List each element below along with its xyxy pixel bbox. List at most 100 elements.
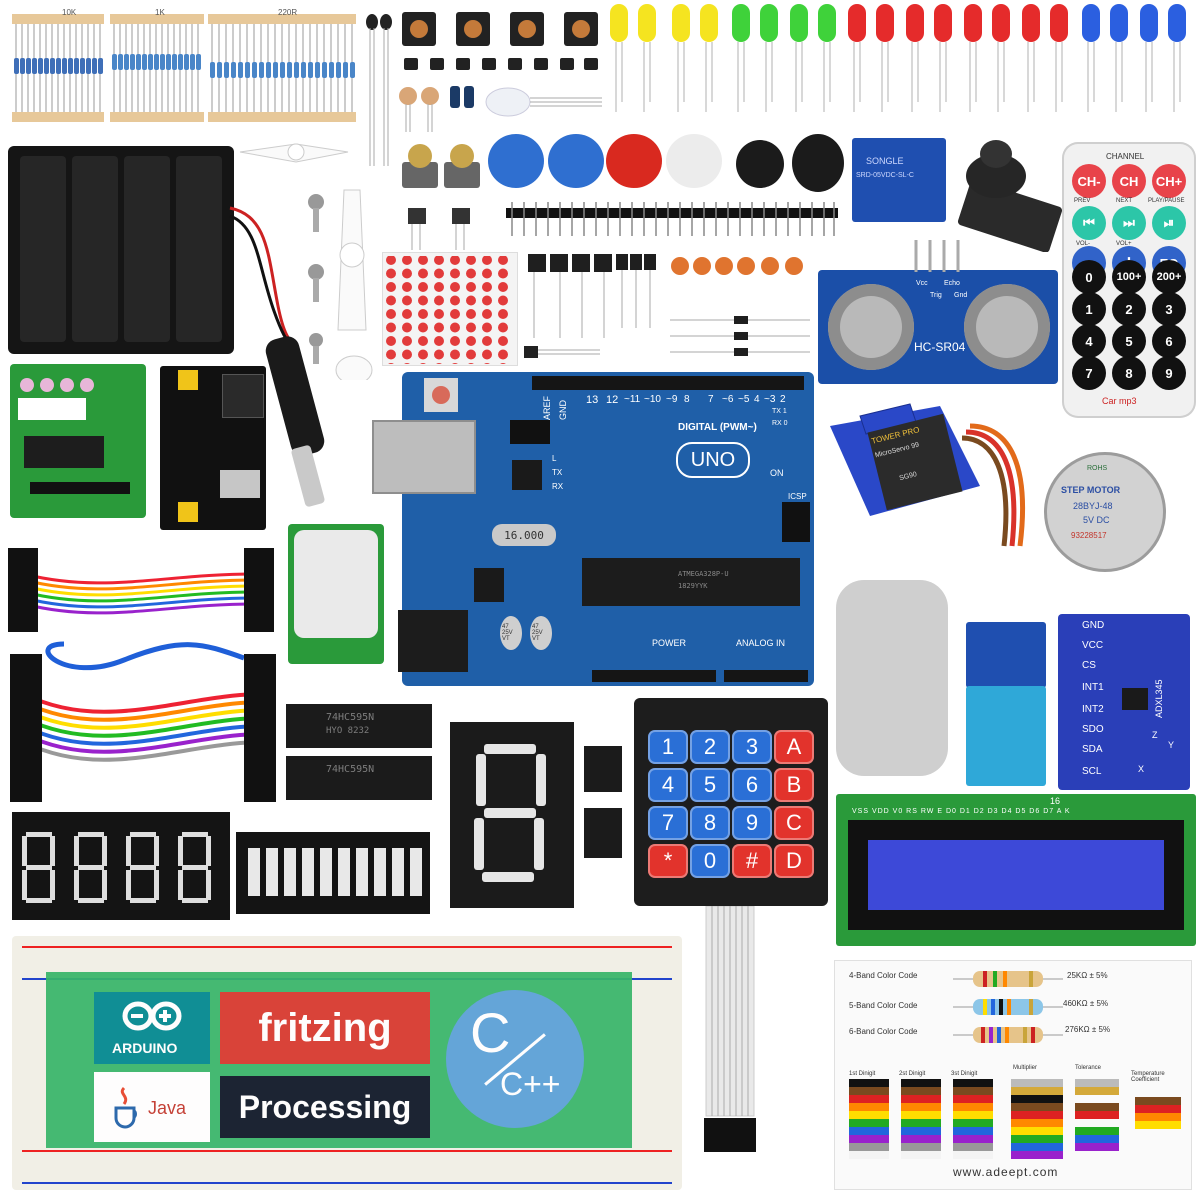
fast-forward-icon[interactable]: ⏭ bbox=[1112, 206, 1146, 240]
servo-motor bbox=[830, 403, 1026, 547]
keypad-key-0[interactable]: 0 bbox=[690, 844, 730, 878]
remote-key-100[interactable]: 100+ bbox=[1112, 260, 1146, 294]
color-code-card: 4-Band Color Code 5-Band Color Code 6-Ba… bbox=[834, 960, 1192, 1190]
shift-register-chip-2: 74HC595N bbox=[286, 756, 432, 800]
remote-key-0[interactable]: 0 bbox=[1072, 260, 1106, 294]
keypad-key-star[interactable]: * bbox=[648, 844, 688, 878]
dc-motor bbox=[836, 580, 948, 776]
small-ic-2 bbox=[584, 808, 622, 858]
pin-13: 13 bbox=[586, 394, 599, 406]
adxl-pin-sda: SDA bbox=[1082, 744, 1103, 755]
adxl-axis-z: Z bbox=[1152, 730, 1158, 740]
band-5-value: 460KΩ ± 5% bbox=[1063, 999, 1109, 1008]
uno-label: UNO bbox=[690, 448, 736, 471]
keypad-key-D[interactable]: D bbox=[774, 844, 814, 878]
remote-key-6[interactable]: 6 bbox=[1152, 324, 1186, 358]
remote-key-2[interactable]: 2 bbox=[1112, 292, 1146, 326]
rewind-icon[interactable]: ⏮ bbox=[1072, 206, 1106, 240]
power-label: POWER bbox=[652, 638, 687, 648]
keypad-key-7[interactable]: 7 bbox=[648, 806, 688, 840]
crystal-label: 16.000 bbox=[504, 528, 544, 542]
keypad-key-A[interactable]: A bbox=[774, 730, 814, 764]
membrane-keypad: 1 2 3 A 4 5 6 B 7 8 9 C * 0 # D bbox=[634, 698, 828, 906]
software-logos-panel: ARDUINO fritzing C C++ Java Processing bbox=[46, 972, 632, 1148]
color-code-website: www.adeept.com bbox=[953, 1165, 1059, 1179]
pin-2: 2 bbox=[780, 394, 786, 405]
driver-pins bbox=[30, 482, 130, 494]
keypad-key-1[interactable]: 1 bbox=[648, 730, 688, 764]
seg-d bbox=[482, 872, 534, 882]
play-pause-icon[interactable]: ⏯ bbox=[1152, 206, 1186, 240]
reset-button[interactable] bbox=[424, 378, 458, 412]
led-bar-graph-segments bbox=[248, 848, 422, 896]
remote-ch-plus[interactable]: CH+ bbox=[1152, 164, 1186, 198]
capacitor-1: 47 25V VT bbox=[500, 616, 522, 650]
keypad-key-B[interactable]: B bbox=[774, 768, 814, 802]
keypad-key-9[interactable]: 9 bbox=[732, 806, 772, 840]
remote-playpause-label: PLAY/PAUSE bbox=[1148, 198, 1185, 204]
lcd-bezel bbox=[848, 820, 1184, 930]
potentiometers bbox=[402, 144, 480, 250]
pin-11: ~11 bbox=[624, 394, 641, 405]
remote-key-9[interactable]: 9 bbox=[1152, 356, 1186, 390]
rx-label: RX bbox=[552, 482, 564, 491]
remote-key-5[interactable]: 5 bbox=[1112, 324, 1146, 358]
remote-key-8[interactable]: 8 bbox=[1112, 356, 1146, 390]
remote-key-7[interactable]: 7 bbox=[1072, 356, 1106, 390]
keypad-key-C[interactable]: C bbox=[774, 806, 814, 840]
tx1-label: TX 1 bbox=[772, 408, 787, 415]
keypad-key-5[interactable]: 5 bbox=[690, 768, 730, 802]
remote-key-3[interactable]: 3 bbox=[1152, 292, 1186, 326]
driver-connector bbox=[18, 398, 86, 420]
pir-dome bbox=[294, 530, 378, 638]
breadboard-rail-bottom bbox=[22, 1150, 672, 1184]
lcd-pin-count: 16 bbox=[1050, 796, 1061, 806]
keypad-key-6[interactable]: 6 bbox=[732, 768, 772, 802]
buzzer-active bbox=[736, 140, 784, 188]
relay-brand: SONGLE bbox=[866, 156, 904, 166]
power-jumper-top bbox=[178, 370, 198, 390]
battery-slot-3 bbox=[124, 156, 170, 342]
chip-label-2: 1829YYK bbox=[678, 582, 708, 590]
keypad-key-2[interactable]: 2 bbox=[690, 730, 730, 764]
top-pin-labels: 13 12 ~11 ~10 ~9 8 7 ~6 ~5 4 ~3 2 bbox=[586, 394, 806, 418]
pin-5: ~5 bbox=[738, 394, 750, 405]
stepper-badge: ROHS bbox=[1087, 465, 1108, 472]
remote-ch-minus[interactable]: CH- bbox=[1072, 164, 1106, 198]
rx0-label: RX 0 bbox=[772, 420, 788, 427]
button-cap-blue-1 bbox=[488, 134, 544, 188]
arduino-uno-board: AREF GND 13 12 ~11 ~10 ~9 8 7 ~6 ~5 4 ~3… bbox=[372, 372, 814, 686]
remote-key-200[interactable]: 200+ bbox=[1152, 260, 1186, 294]
keypad-key-3[interactable]: 3 bbox=[732, 730, 772, 764]
resistor-label-2: 1K bbox=[155, 8, 165, 17]
battery-slot-4 bbox=[176, 156, 222, 342]
remote-ch[interactable]: CH bbox=[1112, 164, 1146, 198]
buzzer-passive bbox=[792, 134, 844, 192]
ultrasonic-model: HC-SR04 bbox=[914, 340, 966, 354]
adxl-chip bbox=[1122, 688, 1148, 710]
color-code-table bbox=[849, 1079, 1181, 1159]
ultrasonic-sensor: HC-SR04 Vcc Trig Echo Gnd bbox=[818, 270, 1058, 384]
stepper-voltage: 5V DC bbox=[1083, 515, 1110, 525]
tx-label: TX bbox=[552, 468, 563, 477]
keypad-key-8[interactable]: 8 bbox=[690, 806, 730, 840]
pin-6: ~6 bbox=[722, 394, 734, 405]
push-buttons-graphic bbox=[402, 12, 598, 70]
stepper-serial: 93228517 bbox=[1071, 531, 1107, 540]
keypad-key-4[interactable]: 4 bbox=[648, 768, 688, 802]
aref-label: AREF bbox=[542, 395, 552, 420]
stepper-model: 28BYJ-48 bbox=[1073, 501, 1113, 511]
pin-12: 12 bbox=[606, 394, 619, 406]
remote-key-4[interactable]: 4 bbox=[1072, 324, 1106, 358]
transistors-and-diodes bbox=[524, 254, 810, 358]
seven-segment-single bbox=[450, 722, 574, 908]
remote-key-1[interactable]: 1 bbox=[1072, 292, 1106, 326]
band-6-label: 6-Band Color Code bbox=[849, 1027, 918, 1036]
header-tolerance: Tolerance bbox=[1075, 1065, 1102, 1071]
driver-leds bbox=[20, 378, 100, 394]
seg-f bbox=[476, 754, 486, 806]
resistor-strip-3: 220R bbox=[208, 8, 356, 126]
leds-row bbox=[610, 4, 1186, 112]
keypad-key-hash[interactable]: # bbox=[732, 844, 772, 878]
dc-power-cable bbox=[229, 206, 325, 507]
